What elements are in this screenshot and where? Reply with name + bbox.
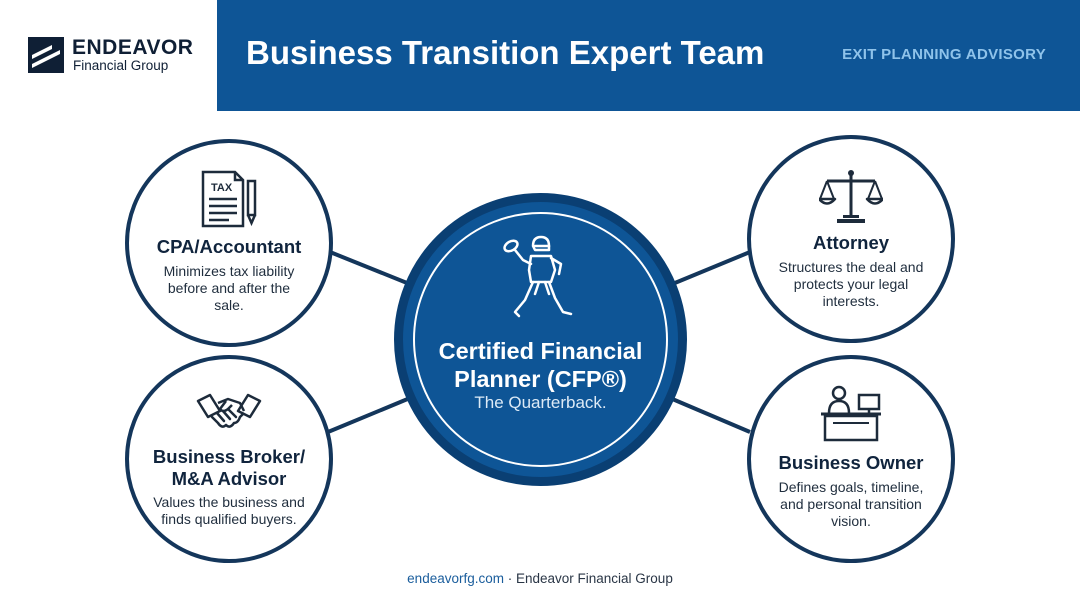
handshake-icon [196,393,262,428]
node-title: Business Owner [778,452,924,473]
footer-company: Endeavor Financial Group [515,571,673,586]
node-desc-line: protects your legal [793,276,909,292]
node-title-line: M&A Advisor [171,468,287,489]
connector-broker [327,396,411,434]
logo-area: ENDEAVOR Financial Group [0,0,217,111]
node-desc-line: sale. [214,297,244,313]
page-title: Business Transition Expert Team [246,34,765,71]
node-desc-line: before and after the [167,280,291,296]
node-desc-line: Values the business and [153,494,305,510]
node-cpa-accountant: TAX CPA/Accountant Minimizes tax liabili… [125,139,333,347]
node-desc-line: Defines goals, timeline, [778,479,924,495]
footer-link[interactable]: endeavorfg.com [407,571,504,586]
node-desc-line: finds qualified buyers. [161,511,297,527]
footer-separator: · [503,571,516,586]
header-tag: EXIT PLANNING ADVISORY [842,46,1046,63]
scales-icon [819,170,883,223]
node-desc-line: Minimizes tax liability [163,263,295,279]
connector-attorney [669,250,751,287]
node-title: CPA/Accountant [156,236,302,257]
center-subtitle: The Quarterback. [474,393,607,412]
node-business-owner: Business Owner Defines goals, timeline, … [747,355,955,563]
footer: endeavorfg.com · Endeavor Financial Grou… [0,571,1080,586]
node-attorney: Attorney Structures the deal and protect… [747,135,955,343]
node-title: Attorney [812,232,890,253]
tax-label: TAX [211,182,233,194]
center-title-line: Certified Financial [438,338,643,364]
node-title-line: Business Broker/ [152,446,306,467]
node-desc-line: and personal transition [780,496,922,512]
node-desc-line: Structures the deal and [778,259,924,275]
node-business-broker: Business Broker/ M&A Advisor Values the … [125,355,333,563]
center-node-cfp: Certified Financial Planner (CFP®) The Q… [394,193,687,486]
center-inner-ring [413,212,668,467]
node-desc-line: interests. [822,293,880,309]
center-title-line: Planner (CFP®) [454,366,627,392]
brand-subname: Financial Group [73,58,169,73]
header-band [217,0,1080,111]
tax-document-icon: TAX [201,170,257,228]
desk-person-icon [821,385,881,442]
quarterback-icon [502,235,572,318]
node-desc-line: vision. [831,513,871,529]
connector-cpa [329,250,413,287]
brand-name: ENDEAVOR [72,36,194,59]
endeavor-logo-icon [28,37,64,73]
connector-owner [669,396,751,434]
